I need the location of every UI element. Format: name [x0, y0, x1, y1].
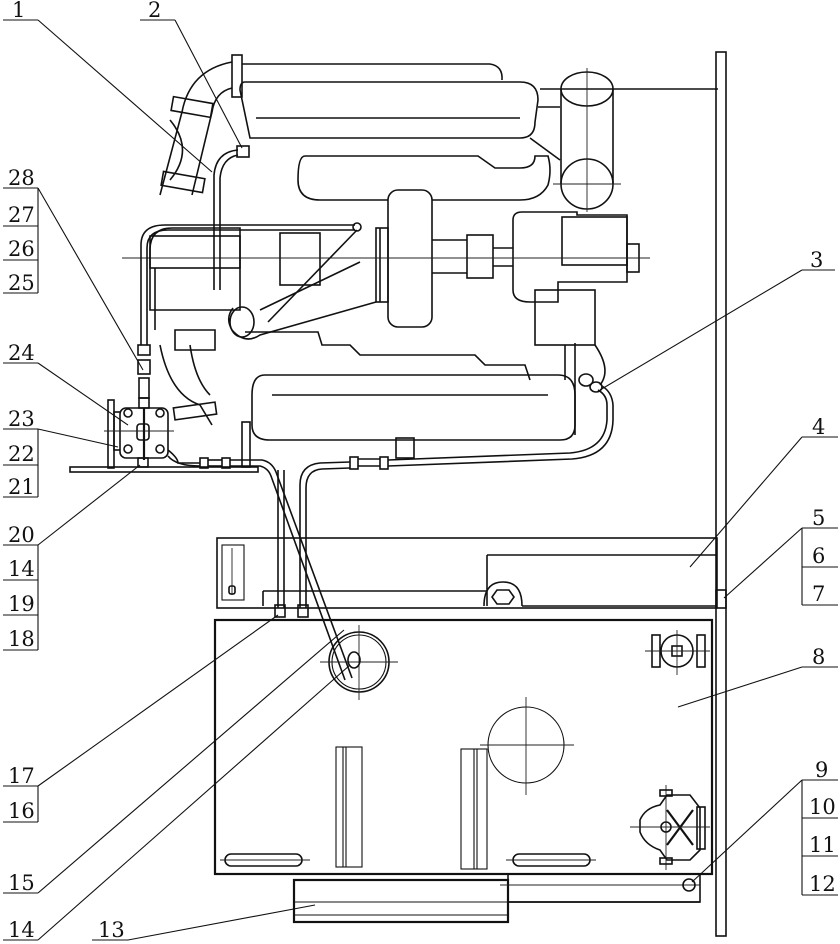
callout-2: 2 — [148, 0, 161, 22]
upper-chassis-beam — [216, 537, 727, 618]
callout-11: 11 — [809, 833, 836, 857]
callout-7: 7 — [812, 582, 825, 606]
callout-26: 26 — [8, 237, 35, 261]
callout-4: 4 — [812, 415, 825, 439]
callout-24: 24 — [8, 341, 35, 365]
callout-6: 6 — [812, 544, 825, 568]
callout-22: 22 — [8, 442, 35, 466]
callout-12: 12 — [809, 872, 836, 896]
callout-21: 21 — [8, 475, 35, 499]
callout-17: 17 — [8, 764, 35, 788]
callout-15: 15 — [8, 871, 35, 895]
callout-25: 25 — [8, 271, 35, 295]
callout-1: 1 — [12, 0, 25, 22]
callout-9: 9 — [815, 758, 828, 782]
callout-8: 8 — [812, 645, 825, 669]
oil-pan — [241, 331, 606, 468]
callout-19: 19 — [8, 592, 35, 616]
callout-16: 16 — [8, 799, 35, 823]
callout-18: 18 — [8, 627, 35, 651]
callout-3: 3 — [810, 248, 823, 272]
callout-14-upper: 14 — [8, 557, 35, 581]
skid-base — [292, 873, 701, 924]
air-intake-pipe — [159, 54, 503, 196]
callout-27: 27 — [8, 203, 35, 227]
air-filter — [553, 68, 621, 212]
turbo-elbow — [149, 227, 377, 426]
callout-20: 20 — [8, 523, 35, 547]
engine-block — [122, 189, 650, 346]
callout-28: 28 — [8, 166, 35, 190]
frame-rail — [540, 51, 727, 937]
fuel-lines — [137, 145, 614, 681]
callout-10: 10 — [809, 795, 836, 819]
callout-23: 23 — [8, 407, 35, 431]
callout-13: 13 — [98, 918, 125, 942]
callout-5: 5 — [812, 506, 825, 530]
top-manifold — [239, 81, 561, 161]
intake-manifold — [297, 155, 551, 201]
drain-valve — [630, 785, 710, 870]
callout-14-lower: 14 — [8, 918, 35, 942]
callout-labels: 1 2 28 27 26 25 24 23 22 21 20 14 19 18 … — [8, 0, 836, 942]
callout-leaders — [3, 19, 838, 941]
fuel-tank — [213, 618, 714, 876]
